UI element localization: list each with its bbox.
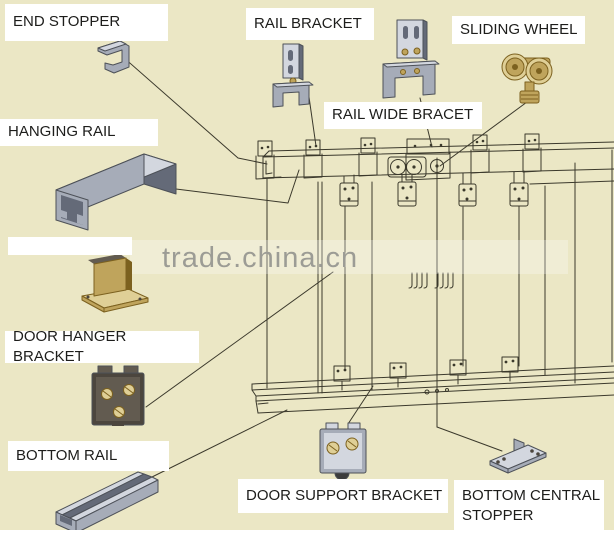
label-door-support-bracket-text: DOOR SUPPORT BRACKET — [246, 486, 443, 504]
label-bottom-central-stopper: BOTTOM CENTRAL STOPPER — [454, 480, 604, 538]
label-bottom-rail: BOTTOM RAIL — [8, 441, 169, 471]
label-sliding-wheel-text: SLIDING WHEEL — [460, 20, 578, 38]
label-bottom-rail-text: BOTTOM RAIL — [16, 446, 118, 464]
blank-label-strip — [8, 237, 132, 255]
door-support-bracket-graphic — [319, 422, 367, 481]
label-door-hanger-bracket-text: DOOR HANGER BRACKET — [13, 327, 127, 365]
bottom-central-stopper-graphic — [489, 438, 547, 474]
label-sliding-wheel: SLIDING WHEEL — [452, 16, 585, 44]
label-end-stopper: END STOPPER — [5, 4, 168, 41]
screw-dots-bottom — [336, 359, 515, 373]
door-panels-drawing — [266, 149, 613, 428]
bottom-rail-drawing — [251, 356, 614, 414]
label-rail-bracket: RAIL BRACKET — [246, 8, 374, 40]
hanging-rail-graphic — [55, 153, 177, 231]
label-door-support-bracket: DOOR SUPPORT BRACKET — [238, 479, 448, 513]
bottom-rail-graphic — [55, 471, 159, 534]
rail-wide-bracket-graphic — [382, 19, 440, 99]
label-rail-bracket-text: RAIL BRACKET — [254, 14, 362, 32]
label-door-hanger-bracket: DOOR HANGER BRACKET — [5, 328, 199, 365]
label-hanging-rail-text: HANGING RAIL — [8, 123, 116, 141]
top-rail-drawing — [255, 133, 614, 207]
rail-bracket-graphic — [272, 43, 314, 108]
watermark-text: trade.china.cn — [162, 242, 359, 274]
label-rail-wide-bracet: RAIL WIDE BRACET — [324, 102, 482, 129]
bottom-edge-strip — [0, 530, 614, 538]
end-stopper-graphic — [97, 40, 130, 74]
label-hanging-rail: HANGING RAIL — [0, 119, 158, 146]
sliding-wheel-graphic — [501, 53, 553, 104]
door-hanger-bracket-graphic — [91, 365, 145, 426]
label-end-stopper-text: END STOPPER — [13, 13, 121, 31]
label-rail-wide-bracet-text: RAIL WIDE BRACET — [332, 106, 474, 124]
watermark-band — [130, 240, 568, 274]
leader-lines — [122, 56, 528, 478]
label-bottom-central-stopper-text: BOTTOM CENTRAL STOPPER — [462, 487, 600, 525]
floor-guide-graphic — [81, 254, 149, 313]
